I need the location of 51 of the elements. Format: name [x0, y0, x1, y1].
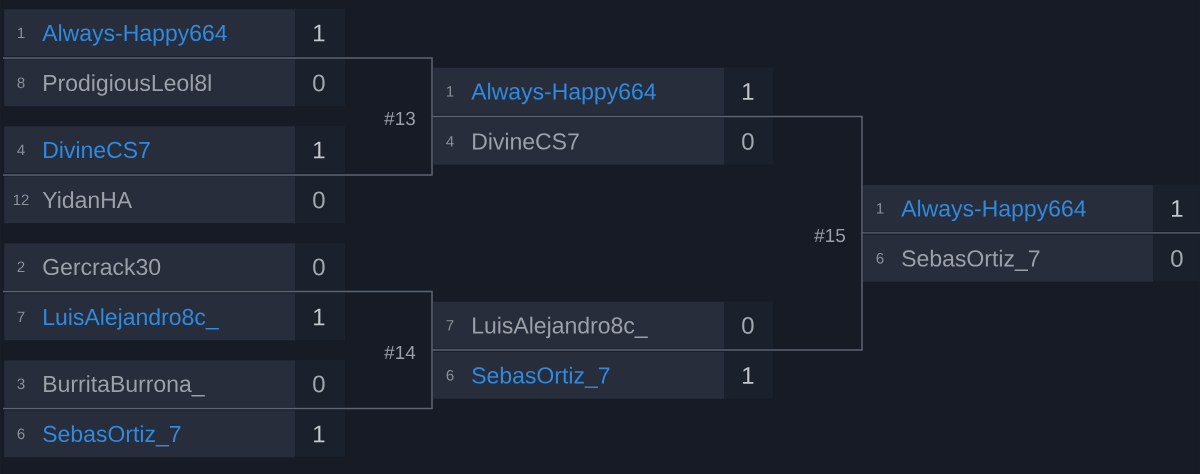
seed-number: 1: [18, 27, 25, 38]
player-name: SebasOrtiz_7: [43, 425, 181, 447]
score-cell: 1: [295, 410, 345, 457]
score-cell: 0: [724, 301, 773, 349]
match-number: #15: [814, 228, 845, 243]
player-name: Gercrack30: [43, 258, 161, 276]
player-name: Always-Happy664: [42, 24, 227, 46]
match-number: #13: [384, 111, 415, 126]
seed-number: 1: [447, 86, 454, 97]
seed-number: 4: [446, 136, 454, 147]
score-cell: 0: [724, 117, 773, 165]
score-cell: 0: [1153, 234, 1200, 282]
player-name: ProdigiousLeol8l: [44, 74, 211, 96]
match-number: #14: [384, 345, 416, 359]
score-cell: 1: [724, 351, 773, 399]
score-cell: 0: [295, 243, 345, 290]
player-name: SebasOrtiz_7: [472, 366, 610, 388]
player-name: DivineCS7: [473, 132, 579, 150]
seed-number: 4: [17, 144, 25, 155]
player-name: Always-Happy664: [901, 199, 1086, 222]
seed-number: 3: [17, 378, 25, 390]
player-name: Always-Happy664: [471, 82, 656, 105]
score-cell: 0: [295, 360, 345, 407]
player-name: SebasOrtiz_7: [902, 249, 1040, 271]
seed-number: 8: [17, 77, 25, 89]
bracket-line: [2, 57, 433, 118]
score-cell: 1: [724, 67, 773, 115]
score-cell: 0: [295, 176, 345, 223]
player-name: LuisAlejandro8c_: [44, 308, 219, 330]
bracket-line: [2, 115, 433, 176]
player-name: LuisAlejandro8c_: [473, 316, 648, 339]
score-cell: 1: [295, 293, 345, 340]
seed-number: 7: [17, 311, 25, 322]
score-cell: 0: [295, 59, 345, 106]
score-cell: 1: [295, 126, 345, 173]
seed-number: 6: [876, 253, 884, 264]
score-cell: 1: [1153, 184, 1200, 232]
bracket-line: [431, 115, 863, 235]
seed-number: 1: [876, 203, 884, 214]
seed-number: 12: [13, 194, 29, 205]
bracket-line: [2, 290, 433, 352]
player-name: BurritaBurrona_: [44, 375, 205, 397]
seed-number: 6: [17, 428, 25, 440]
bracket-line: [2, 349, 433, 410]
seed-number: 6: [446, 370, 454, 381]
seed-number: 2: [17, 261, 25, 272]
seed-number: 7: [446, 320, 454, 331]
score-cell: 1: [295, 9, 345, 56]
bracket-line: [431, 232, 863, 351]
player-name: YidanHA: [42, 191, 133, 209]
player-name: DivineCS7: [44, 141, 150, 159]
